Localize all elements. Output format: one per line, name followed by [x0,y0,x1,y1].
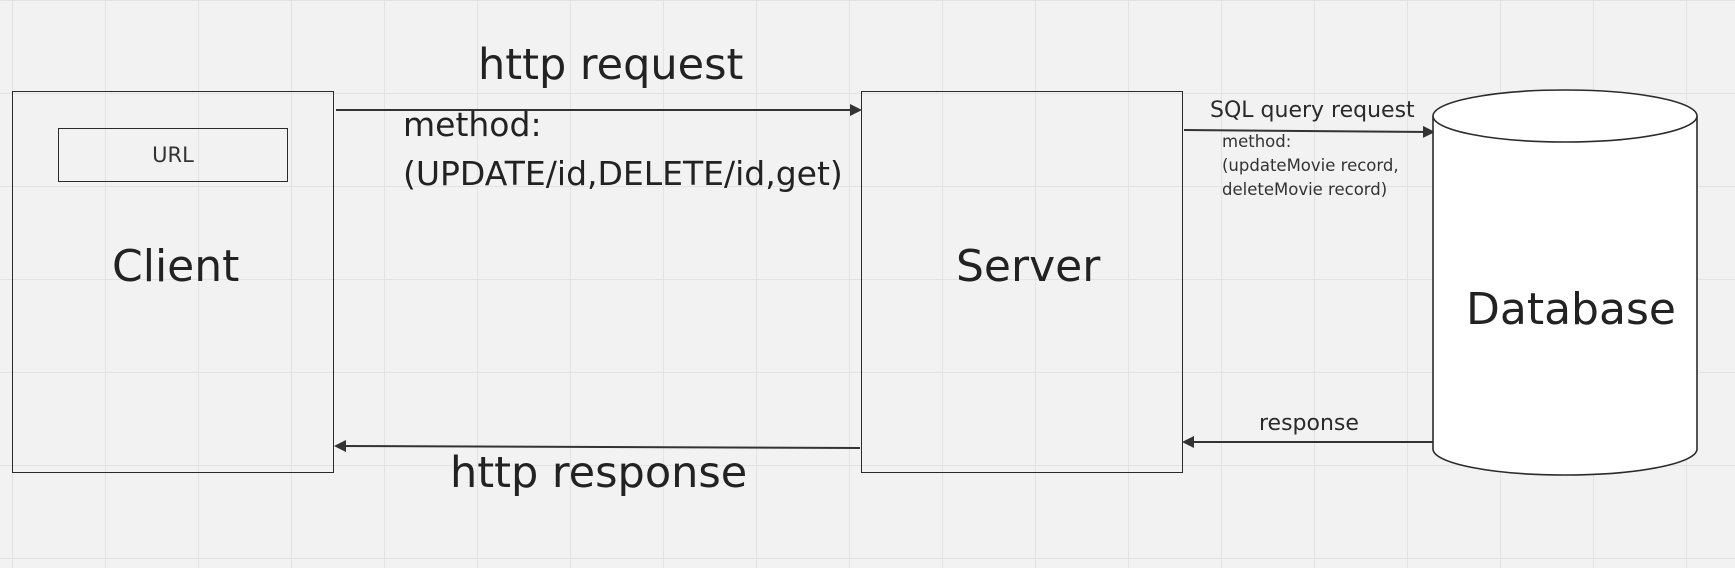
sql-method-line-1: method: [1222,132,1292,151]
url-label: URL [152,143,194,167]
sql-request-arrow [1183,125,1435,138]
http-method-line-2: (UPDATE/id,DELETE/id,get) [403,154,843,193]
client-node[interactable] [12,91,334,473]
sql-request-method: method: (updateMovie record, deleteMovie… [1222,130,1399,202]
url-field[interactable]: URL [58,128,288,182]
server-label: Server [956,241,1101,292]
sql-method-line-2: (updateMovie record, [1222,156,1399,175]
client-label: Client [112,241,240,292]
http-request-method: method: (UPDATE/id,DELETE/id,get) [403,100,843,198]
http-response-label: http response [450,448,748,498]
sql-method-line-3: deleteMovie record) [1222,180,1388,199]
http-request-label: http request [478,40,744,90]
sql-request-label: SQL query request [1210,98,1415,123]
database-label: Database [1466,284,1676,335]
db-response-label: response [1259,411,1359,436]
http-method-line-1: method: [403,105,542,144]
http-response-arrow [334,440,861,453]
database-cylinder[interactable] [1432,89,1698,476]
server-node[interactable] [861,91,1183,473]
